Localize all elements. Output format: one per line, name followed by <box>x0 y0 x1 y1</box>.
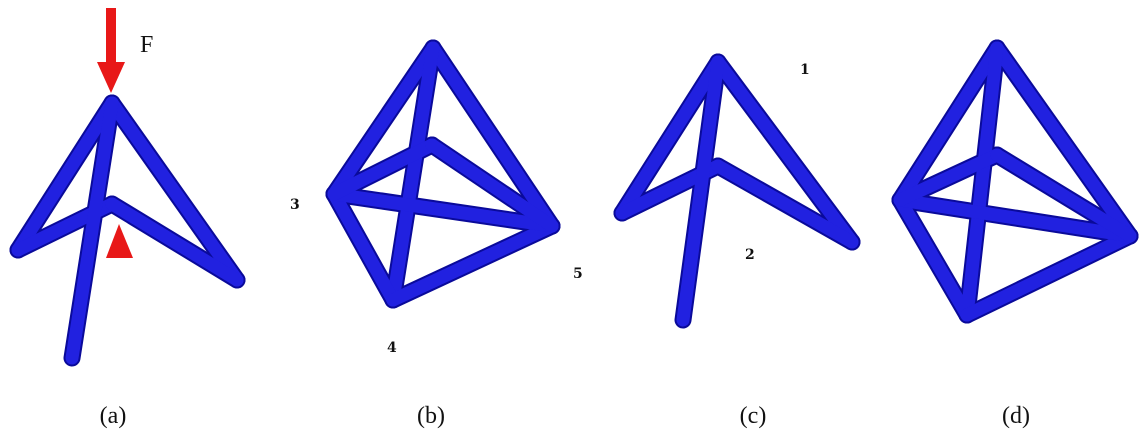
strut <box>386 41 440 307</box>
caption-c: (c) <box>740 403 767 429</box>
force-arrow-icon <box>97 8 125 93</box>
strut <box>615 55 725 220</box>
node-label-5: 5 <box>573 266 583 282</box>
strut <box>990 148 1137 243</box>
panel-b: 3 4 5 (b) <box>290 39 583 429</box>
panel-d: (d) <box>891 39 1139 429</box>
node-label-3: 3 <box>290 197 300 213</box>
strut <box>893 193 1137 243</box>
panel-c: 1 2 (c) <box>613 53 861 429</box>
support-triangle-icon <box>106 224 133 258</box>
node-label-1: 1 <box>800 62 810 78</box>
strut <box>327 138 439 201</box>
strut <box>676 55 725 327</box>
panel-b-struts <box>325 39 561 309</box>
caption-b: (b) <box>417 403 445 429</box>
caption-a: (a) <box>100 403 127 429</box>
node-label-2: 2 <box>745 247 755 263</box>
strut <box>327 187 400 307</box>
strut <box>711 159 859 249</box>
strut <box>960 229 1137 322</box>
strut <box>893 41 1004 207</box>
strut <box>711 55 859 249</box>
panel-d-struts <box>891 39 1139 324</box>
strut <box>11 96 119 257</box>
strut <box>990 41 1137 243</box>
strut <box>960 41 1004 322</box>
caption-d: (d) <box>1002 403 1030 429</box>
strut <box>386 219 559 307</box>
strut <box>426 41 559 233</box>
node-label-4: 4 <box>387 340 397 356</box>
strut <box>65 96 119 365</box>
strut <box>327 41 440 201</box>
panel-a-struts <box>9 94 246 367</box>
strut <box>893 148 1004 207</box>
strut <box>327 187 559 233</box>
force-label: F <box>140 32 153 58</box>
strut <box>105 96 244 287</box>
strut <box>105 197 244 287</box>
panel-c-struts <box>613 53 861 329</box>
strut <box>425 138 559 233</box>
strut <box>893 193 974 322</box>
panel-a: F (a) <box>9 8 246 429</box>
